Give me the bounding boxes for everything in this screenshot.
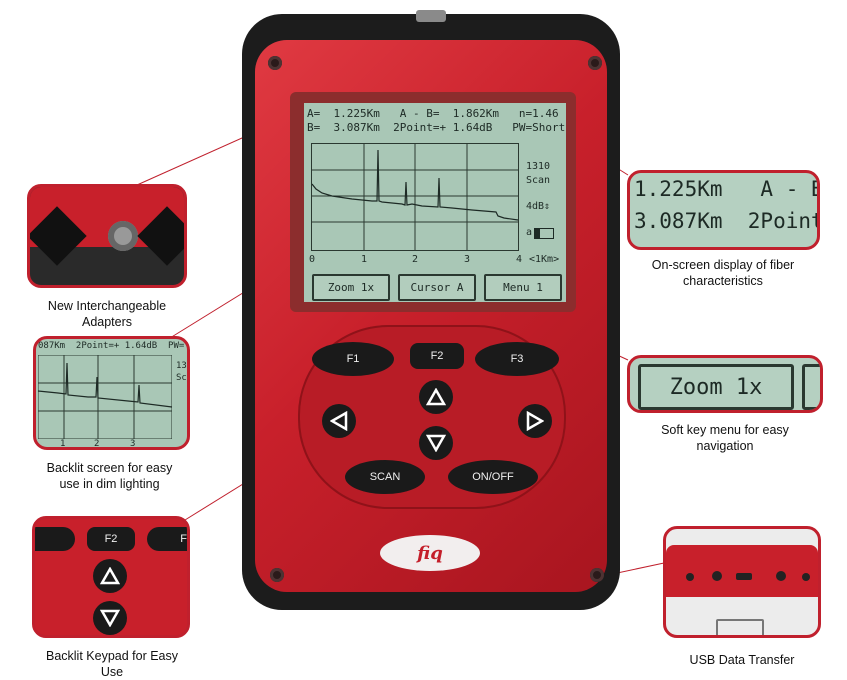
screw-icon [590,568,604,582]
callout-softkey-menu: Zoom 1x [627,355,823,413]
x-tick: 0 [309,254,316,265]
f3-button[interactable]: F3 [475,342,559,376]
zoom-side-label: 13 [176,361,187,371]
otdr-trace [311,144,519,250]
top-connector [416,10,446,22]
zoom-down-key [93,601,127,635]
zoom-x-tick: 3 [130,439,136,449]
up-arrow-button[interactable] [419,380,453,414]
zoom-f2-key: F2 [87,527,135,551]
callout-backlit-keypad: F2 F [32,516,190,638]
mode-label: Scan [526,175,551,186]
caption-line: navigation [696,439,754,453]
hole-icon [712,571,722,581]
zoom-header: 087Km 2Point=+ 1.64dB PW= [38,341,185,351]
callout-adapters [27,184,187,288]
callout-backlit-screen: 087Km 2Point=+ 1.64dB PW= 13 Sc 1 2 3 [33,336,190,450]
softkey-zoom[interactable]: Zoom 1x [312,274,390,301]
x-tick: 4 [516,254,523,265]
zoom-x-tick: 2 [94,439,100,449]
caption-line: New Interchangeable [47,299,167,313]
wavelength-label: 1310 [526,161,551,172]
caption-fiber-characteristics: On-screen display of fiber characteristi… [628,257,818,289]
zoom-softkey-partial [802,364,820,410]
zoom-line-1: 1.225Km A - B [634,177,820,201]
caption-line: Backlit Keypad for Easy [45,649,178,663]
caption-line: Backlit screen for easy [46,461,173,475]
lcd-header-line-1: A= 1.225Km A - B= 1.862Km n=1.46 [307,107,559,120]
zoom-trace [38,355,172,439]
arrow-down-icon [426,434,446,452]
caption-usb: USB Data Transfer [689,653,795,667]
usb-cable-connector-icon [716,619,764,635]
x-tick: 3 [464,254,471,265]
f2-button[interactable]: F2 [410,343,464,369]
caption-line: Use [100,665,124,679]
lcd-screen: A= 1.225Km A - B= 1.862Km n=1.46 B= 3.08… [304,103,566,302]
x-tick: 1 [361,254,368,265]
x-tick: 2 [412,254,419,265]
softkey-cursor[interactable]: Cursor A [398,274,476,301]
zoom-up-key [93,559,127,593]
arrow-right-icon [526,411,544,431]
caption-softkey-menu: Soft key menu for easy navigation [630,422,820,454]
right-arrow-button[interactable] [518,404,552,438]
brand-logo: fiq [380,535,480,571]
scale-label: 4dB⇕ [526,201,551,212]
arrow-up-icon [426,388,446,406]
usb-port-icon [736,573,752,580]
zoom-key-left [35,527,75,551]
caption-adapters: New Interchangeable Adapters [22,298,192,330]
callout-usb [663,526,821,638]
arrow-left-icon [330,411,348,431]
left-arrow-button[interactable] [322,404,356,438]
battery-icon [534,228,554,239]
scan-button[interactable]: SCAN [345,460,425,494]
hole-icon [776,571,786,581]
caption-line: characteristics [683,274,763,288]
screw-icon [588,56,602,70]
caption-line: On-screen display of fiber [651,258,795,272]
screw-icon [268,56,282,70]
caption-line: Soft key menu for easy [661,423,789,437]
logo-text: fiq [417,542,443,564]
jack-icon [108,221,138,251]
screw-icon [270,568,284,582]
zoom-f-key-partial: F [147,527,187,551]
caption-backlit-screen: Backlit screen for easy use in dim light… [22,460,197,492]
x-unit-label: <1Km> [529,254,560,265]
lcd-header-line-2: B= 3.087Km 2Point=+ 1.64dB PW=Short [307,121,566,134]
caption-line: use in dim lighting [59,477,160,491]
caption-line: Adapters [81,315,133,329]
hole-icon [802,573,810,581]
usb-panel [666,545,818,597]
zoom-line-2: 3.087Km 2Point [634,209,820,233]
arrow-up-icon [100,567,120,585]
callout-fiber-characteristics: 1.225Km A - B 3.087Km 2Point [627,170,820,250]
f1-button[interactable]: F1 [312,342,394,376]
battery-label: a [526,227,533,238]
zoom-x-tick: 1 [60,439,66,449]
arrow-down-icon [100,609,120,627]
zoom-softkey: Zoom 1x [638,364,794,410]
zoom-side-label: Sc [176,373,187,383]
softkey-menu[interactable]: Menu 1 [484,274,562,301]
otdr-trace-plot [311,143,519,251]
on-off-button[interactable]: ON/OFF [448,460,538,494]
hole-icon [686,573,694,581]
down-arrow-button[interactable] [419,426,453,460]
caption-backlit-keypad: Backlit Keypad for Easy Use [22,648,202,680]
